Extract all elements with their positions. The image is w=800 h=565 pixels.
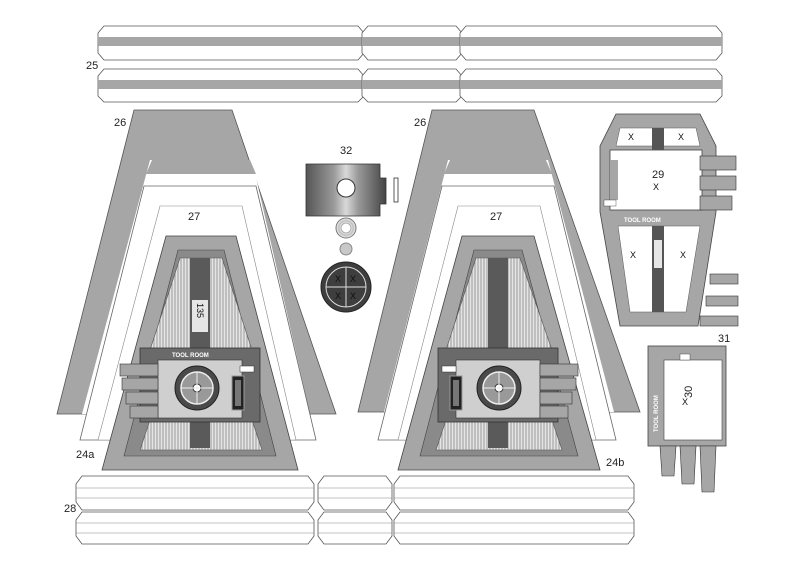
box-number-left: 135 [195,303,205,318]
fold-mark-30: X [682,397,688,407]
fold-mark-32c: X [335,291,341,301]
booth-left: 135 TOOL ROOM [56,109,337,471]
label-24b: 24b [606,457,624,469]
label-26-left: 26 [114,117,126,129]
fold-mark-29a: X [628,132,634,142]
sign-text-left: TOOL ROOM [172,353,209,359]
label-26-right: 26 [414,117,426,129]
label-32: 32 [340,145,352,157]
label-28: 28 [64,503,76,515]
strip-25-bottom [97,68,723,103]
label-27-left: 27 [188,211,200,223]
booth-right [357,109,641,471]
sign-text-29: TOOL ROOM [624,218,661,224]
part-32-lamp: X X X X [305,163,399,313]
label-30: 30 [683,386,695,398]
label-29: 29 [652,169,664,181]
label-25: 25 [86,60,98,72]
fold-mark-29c: X [653,182,659,192]
sign-text-30: TOOL ROOM [654,395,660,432]
part-30-31: TOOL ROOM X 30 [647,345,727,493]
fold-mark-29e: X [680,250,686,260]
strip-25-top [97,25,723,61]
fold-mark-29d: X [630,250,636,260]
label-27-right: 27 [490,211,502,223]
strip-28-top [75,475,635,511]
fold-mark-29b: X [678,132,684,142]
label-31: 31 [718,333,730,345]
part-29: TOOL ROOM X X X X X [599,113,739,327]
strip-28-bottom [75,511,635,545]
label-24a: 24a [76,449,95,461]
fold-mark-32d: X [350,291,356,301]
fold-mark-32b: X [350,274,356,284]
fold-mark-32a: X [335,274,341,284]
